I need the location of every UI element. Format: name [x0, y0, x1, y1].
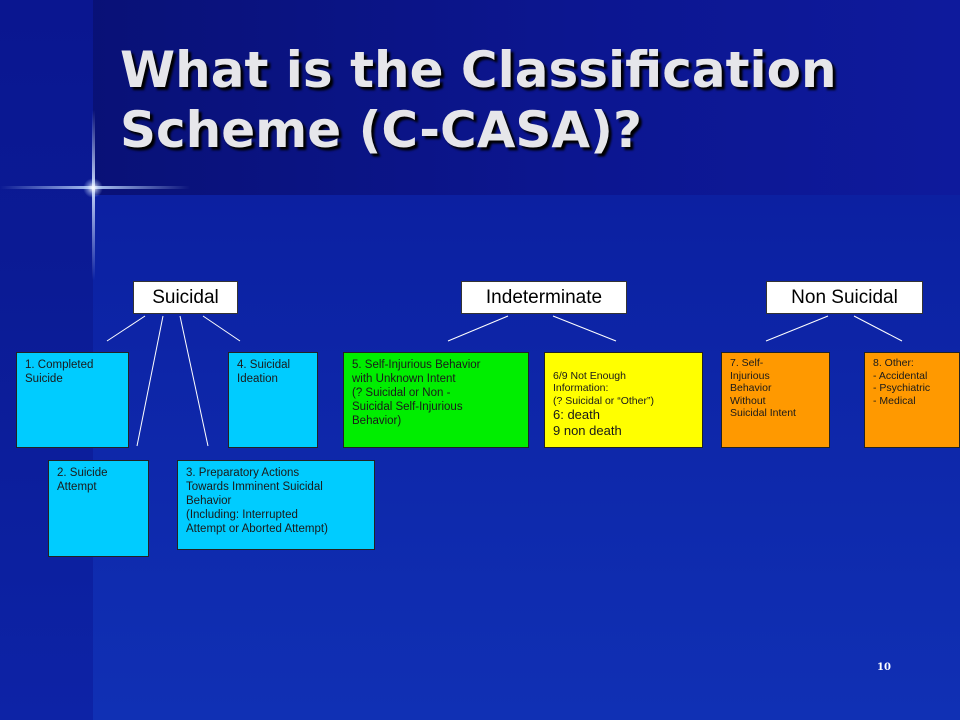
- connector-indeterminate-to-5: [447, 315, 509, 342]
- not-enough-info-text: 6/9 Not Enough Information: (? Suicidal …: [553, 369, 654, 407]
- category-suicidal: Suicidal: [133, 281, 238, 314]
- box-self-injurious-unknown-intent: 5. Self-Injurious Behavior with Unknown …: [343, 352, 529, 448]
- slide-title: What is the Classification Scheme (C-CAS…: [120, 41, 837, 159]
- box-self-injurious-without-intent: 7. Self- Injurious Behavior Without Suic…: [721, 352, 830, 448]
- connector-suicidal-to-4: [202, 315, 241, 342]
- box-not-enough-information: 6/9 Not Enough Information: (? Suicidal …: [544, 352, 703, 448]
- connector-indeterminate-to-69: [552, 315, 617, 342]
- connector-nonsuicidal-to-7: [765, 315, 829, 342]
- page-number: 10: [877, 662, 891, 673]
- box-suicide-attempt: 2. Suicide Attempt: [48, 460, 149, 557]
- category-indeterminate: Indeterminate: [461, 281, 627, 314]
- category-non-suicidal: Non Suicidal: [766, 281, 923, 314]
- box-completed-suicide: 1. Completed Suicide: [16, 352, 129, 448]
- death-codes-text: 6: death 9 non death: [553, 407, 622, 438]
- box-other: 8. Other: - Accidental - Psychiatric - M…: [864, 352, 960, 448]
- star-glint-icon: [83, 178, 103, 198]
- connector-nonsuicidal-to-8: [853, 315, 903, 342]
- box-preparatory-actions: 3. Preparatory Actions Towards Imminent …: [177, 460, 375, 550]
- connector-suicidal-to-2: [136, 315, 164, 447]
- connector-suicidal-to-3: [179, 315, 209, 447]
- header-band: [0, 0, 960, 195]
- box-suicidal-ideation: 4. Suicidal Ideation: [228, 352, 318, 448]
- connector-suicidal-to-1: [106, 315, 146, 342]
